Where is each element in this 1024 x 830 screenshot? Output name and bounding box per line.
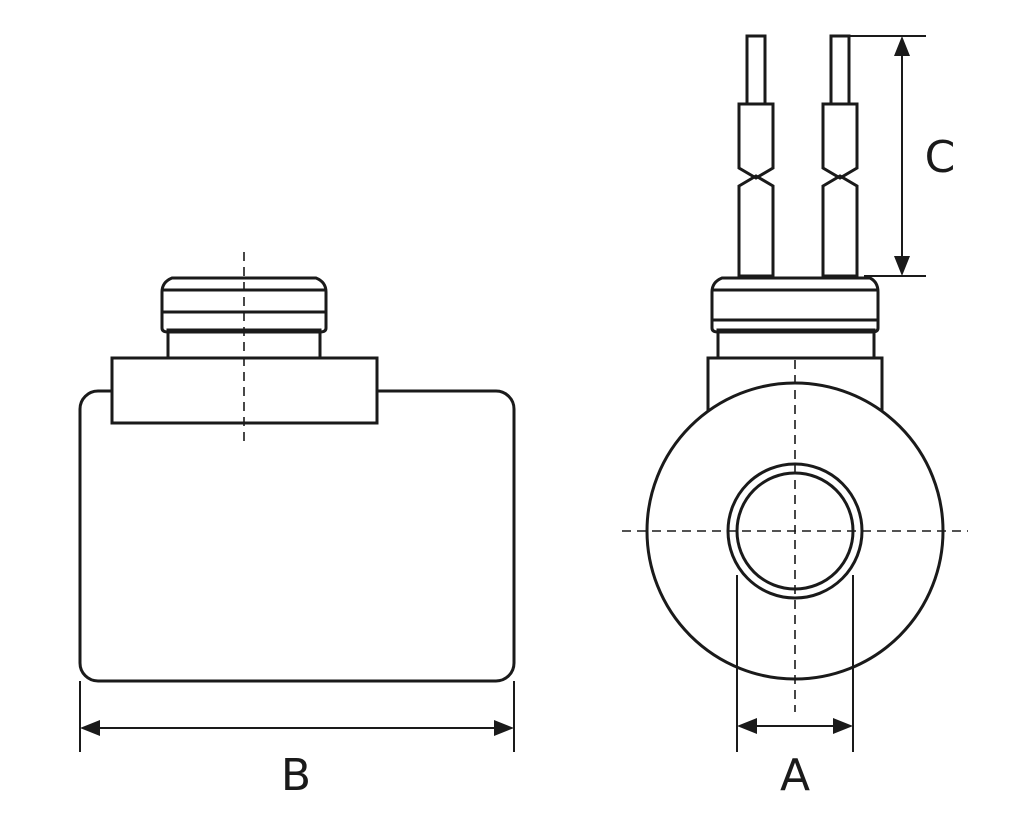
connector-cap [160,276,328,334]
dim-a-arrow-left [737,718,757,734]
dim-b-arrow-left [80,720,100,736]
dim-a-arrow-right [833,718,853,734]
front-view: A C [622,34,968,801]
dim-c-arrow-bottom [894,256,910,276]
dim-c-label: C [925,132,956,183]
lead-wire-left [737,34,775,278]
lead-wire-right [821,34,859,278]
connector-cap-front [710,276,880,334]
dim-c-arrow-top [894,36,910,56]
dim-b-arrow-right [494,720,514,736]
dim-b-label: B [281,750,311,801]
side-view: B [78,252,516,801]
dim-a-label: A [780,750,810,801]
coil-body-side [78,389,516,683]
connector-neck-front [716,328,876,360]
